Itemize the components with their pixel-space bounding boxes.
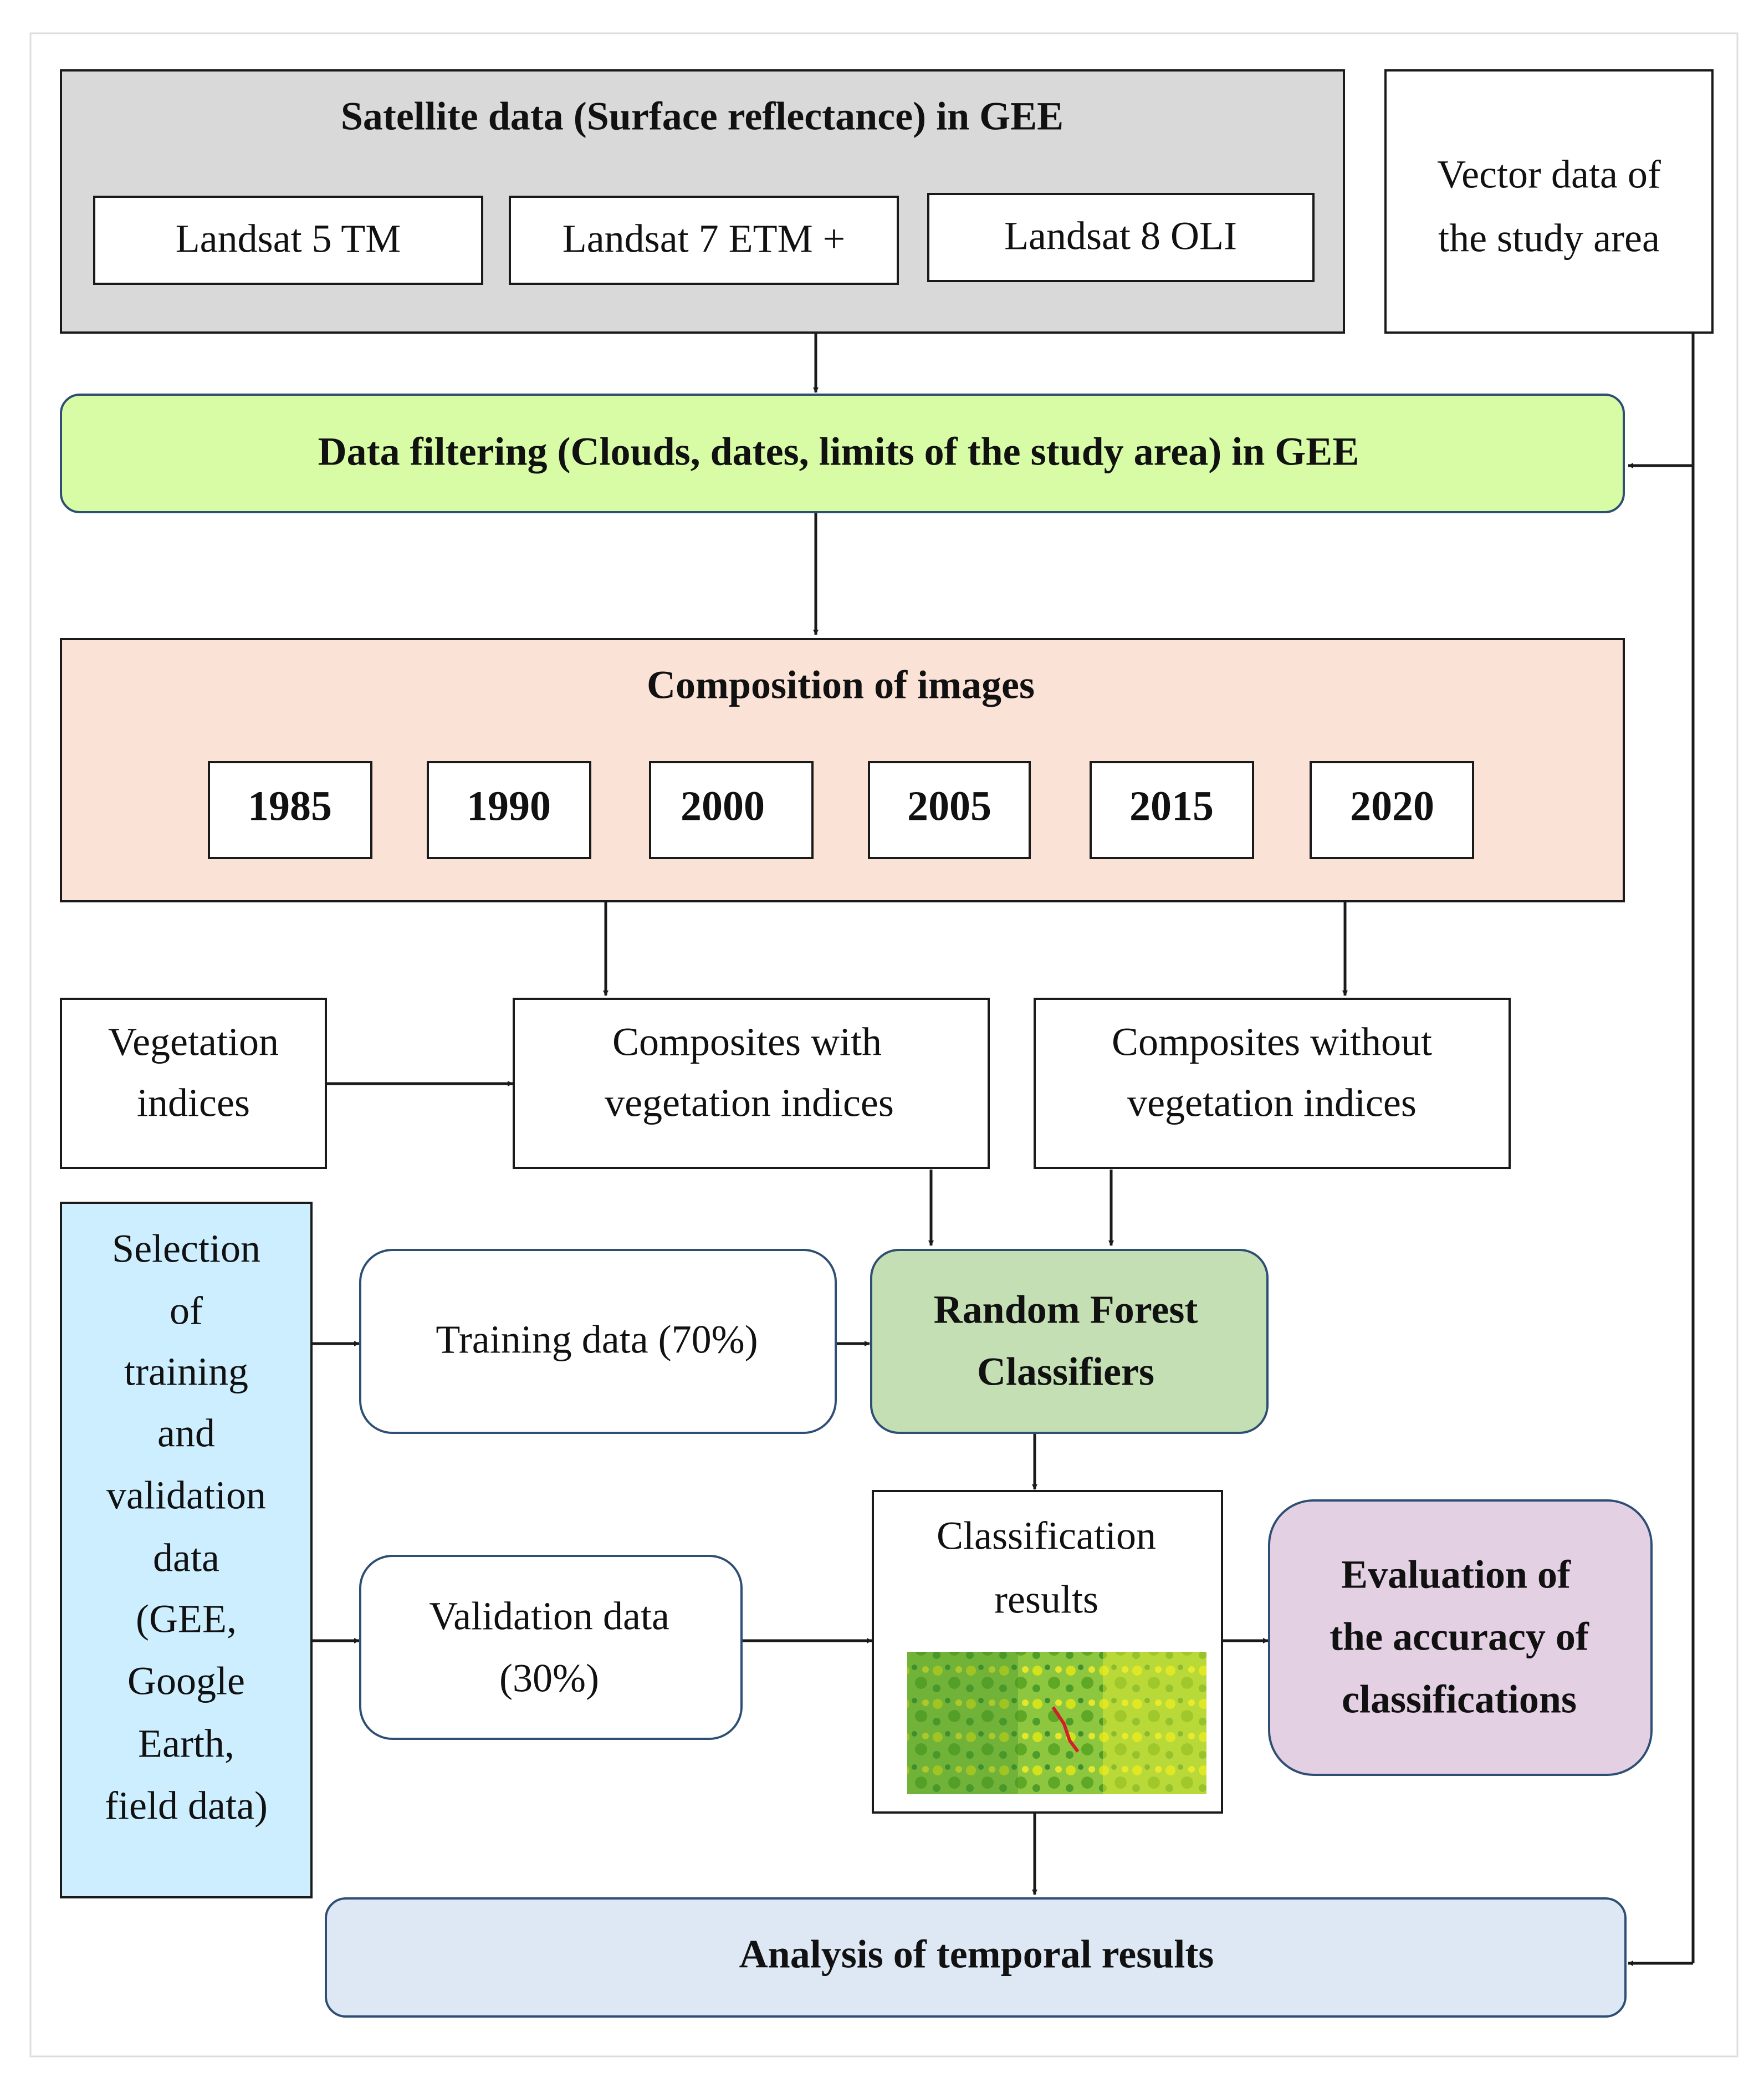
sensor-label-landsat-8: Landsat 8 OLI [1004, 214, 1237, 258]
year-label-2000: 2000 [681, 783, 765, 829]
evaluation-group: Evaluation of the accuracy of classifica… [1268, 1499, 1653, 1776]
data-filtering-group: Data filtering (Clouds, dates, limits of… [60, 394, 1625, 513]
evaluation-line-2: the accuracy of [1330, 1615, 1589, 1659]
selection-line-7: (GEE, [136, 1597, 237, 1641]
year-box-2015 [1090, 761, 1254, 859]
selection-line-3: training [124, 1350, 248, 1394]
random-forest-line-2: Classifiers [977, 1350, 1154, 1394]
data-filtering-box [60, 394, 1625, 513]
vector-data-group: Vector data of the study area [1384, 69, 1714, 334]
training-data-label: Training data (70%) [436, 1318, 758, 1362]
composites-with-vi-line-1: Composites with [612, 1020, 882, 1064]
composites-with-vi-line-2: vegetation indices [605, 1081, 894, 1125]
selection-line-2: of [170, 1289, 203, 1333]
sensor-label-landsat-5: Landsat 5 TM [176, 217, 401, 261]
satellite-data-title: Satellite data (Surface reflectance) in … [341, 94, 1063, 139]
selection-group: Selection of training and validation dat… [60, 1202, 313, 1898]
random-forest-box [870, 1249, 1269, 1434]
vegetation-indices-box [60, 998, 327, 1169]
selection-line-5: validation [106, 1473, 266, 1518]
selection-line-1: Selection [112, 1227, 260, 1271]
composites-without-vi-group: Composites without vegetation indices [1034, 998, 1511, 1169]
validation-data-group: Validation data (30%) [359, 1555, 743, 1740]
year-box-2005 [868, 761, 1031, 859]
vector-data-line-1: Vector data of [1437, 152, 1661, 197]
evaluation-line-3: classifications [1342, 1677, 1577, 1722]
vector-data-line-2: the study area [1438, 216, 1660, 261]
sensor-box-landsat-7 [509, 196, 899, 285]
data-filtering-label: Data filtering (Clouds, dates, limits of… [318, 430, 1359, 474]
satellite-data-group: Satellite data (Surface reflectance) in … [60, 69, 1345, 334]
selection-box [60, 1202, 313, 1898]
selection-line-6: data [153, 1536, 219, 1580]
composites-without-vi-box [1034, 998, 1511, 1169]
vegetation-indices-line-1: Vegetation [108, 1020, 279, 1064]
classification-results-line-2: results [994, 1578, 1098, 1622]
year-label-1990: 1990 [467, 783, 551, 829]
training-data-group: Training data (70%) [359, 1249, 837, 1434]
random-forest-line-1: Random Forest [934, 1288, 1198, 1332]
vegetation-indices-group: Vegetation indices [60, 998, 327, 1169]
year-box-1990 [427, 761, 591, 859]
selection-line-4: and [157, 1411, 215, 1456]
training-data-box [359, 1249, 837, 1434]
year-box-1985 [208, 761, 372, 859]
sensor-label-landsat-7: Landsat 7 ETM + [563, 217, 846, 261]
classification-results-group: Classification results [872, 1490, 1223, 1814]
evaluation-box [1268, 1499, 1653, 1776]
vegetation-indices-line-2: indices [137, 1081, 250, 1125]
year-label-2020: 2020 [1350, 783, 1434, 829]
sensor-box-landsat-5 [93, 196, 483, 285]
year-label-1985: 1985 [248, 783, 332, 829]
year-box-2000 [649, 761, 814, 859]
composites-with-vi-box [513, 998, 990, 1169]
random-forest-group: Random Forest Classifiers [870, 1249, 1269, 1434]
selection-line-9: Earth, [138, 1722, 234, 1766]
analysis-label: Analysis of temporal results [739, 1932, 1214, 1977]
validation-data-box [359, 1555, 743, 1740]
classification-map-image [907, 1652, 1206, 1794]
sensor-box-landsat-8 [927, 193, 1315, 282]
year-label-2015: 2015 [1129, 783, 1214, 829]
classification-results-line-1: Classification [937, 1514, 1156, 1558]
selection-line-10: field data) [105, 1784, 268, 1828]
year-box-2020 [1310, 761, 1474, 859]
composition-title: Composition of images [647, 663, 1035, 707]
analysis-box [325, 1897, 1627, 2018]
composites-with-vi-group: Composites with vegetation indices [513, 998, 990, 1169]
evaluation-line-1: Evaluation of [1341, 1553, 1571, 1597]
composites-without-vi-line-2: vegetation indices [1127, 1081, 1417, 1125]
vector-data-box [1384, 69, 1714, 334]
validation-data-line-2: (30%) [499, 1656, 599, 1701]
composites-without-vi-line-1: Composites without [1112, 1020, 1432, 1064]
year-label-2005: 2005 [907, 783, 991, 829]
selection-line-8: Google [127, 1659, 245, 1703]
connectors [312, 333, 1695, 1966]
composition-group: Composition of images 1985 1990 2000 200… [60, 638, 1625, 902]
analysis-group: Analysis of temporal results [325, 1897, 1627, 2018]
validation-data-line-1: Validation data [429, 1594, 669, 1638]
